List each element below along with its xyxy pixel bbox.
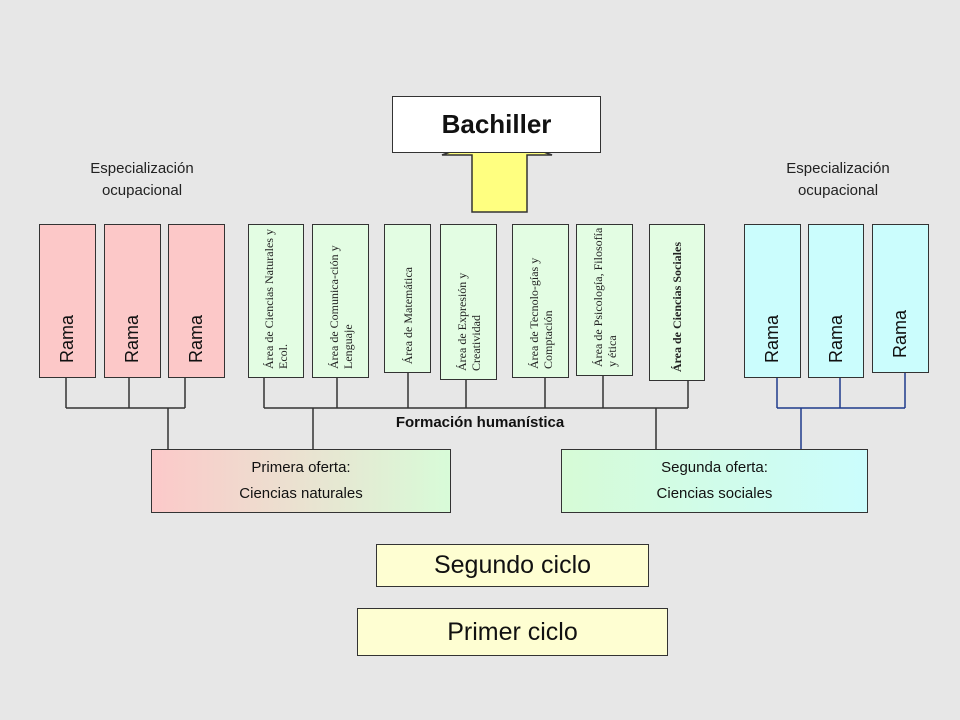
offer-subtitle: Ciencias naturales xyxy=(239,485,363,502)
left-rama-bracket xyxy=(65,378,186,449)
rama-left-1: Rama xyxy=(39,224,96,378)
area-bracket xyxy=(263,373,689,449)
area-psicologia: Área de Psicología, Filosofía y ética xyxy=(576,224,633,376)
rama-label: Rama xyxy=(122,314,142,363)
right-rama-bracket xyxy=(776,373,906,449)
area-ciencias-sociales: Área de Ciencias Sociales xyxy=(649,224,705,381)
rama-label: Rama xyxy=(825,314,846,363)
rama-left-3: Rama xyxy=(168,224,225,378)
bachiller-box: Bachiller xyxy=(392,96,601,153)
rama-label: Rama xyxy=(57,314,77,363)
formacion-humanistica-label: Formación humanística xyxy=(395,414,565,431)
area-label: Área de Psicología, Filosofía y ética xyxy=(590,227,619,367)
rama-right-2: Rama xyxy=(808,224,864,378)
specialization-left-label: Especialización ocupacional xyxy=(90,160,194,199)
offer-title: Primera oferta: xyxy=(251,459,351,476)
specialization-right-label: Especialización ocupacional xyxy=(786,160,890,199)
rama-label: Rama xyxy=(186,314,206,363)
offer-title: Segunda oferta: xyxy=(661,459,768,476)
rama-right-1: Rama xyxy=(744,224,801,378)
primer-ciclo-box: Primer ciclo xyxy=(357,608,668,656)
area-label: Área de Ciencias Sociales xyxy=(670,241,684,372)
primera-oferta-box: Primera oferta: Ciencias naturales xyxy=(151,449,451,513)
area-label: Área de Comunica-ción y Lenguaje xyxy=(326,245,355,369)
area-label: Área de Tecnolo-gías y Comptación xyxy=(526,257,555,369)
segunda-oferta-box: Segunda oferta: Ciencias sociales xyxy=(561,449,868,513)
area-label: Área de Matemática xyxy=(400,266,415,364)
offer-subtitle: Ciencias sociales xyxy=(656,485,773,502)
area-label: Área de Expresión y Creatividad xyxy=(454,272,483,371)
area-ciencias-naturales: Área de Ciencias Naturales y Ecol. xyxy=(248,224,304,378)
rama-label: Rama xyxy=(762,314,782,363)
area-expresion: Área de Expresión y Creatividad xyxy=(440,224,497,380)
rama-right-3: Rama xyxy=(872,224,929,373)
area-tecnologias: Área de Tecnolo-gías y Comptación xyxy=(512,224,569,378)
area-label: Área de Ciencias Naturales y Ecol. xyxy=(262,229,290,369)
area-matematica: Área de Matemática xyxy=(384,224,431,373)
rama-left-2: Rama xyxy=(104,224,161,378)
area-comunicacion: Área de Comunica-ción y Lenguaje xyxy=(312,224,369,378)
segundo-ciclo-box: Segundo ciclo xyxy=(376,544,649,587)
rama-label: Rama xyxy=(890,309,910,358)
